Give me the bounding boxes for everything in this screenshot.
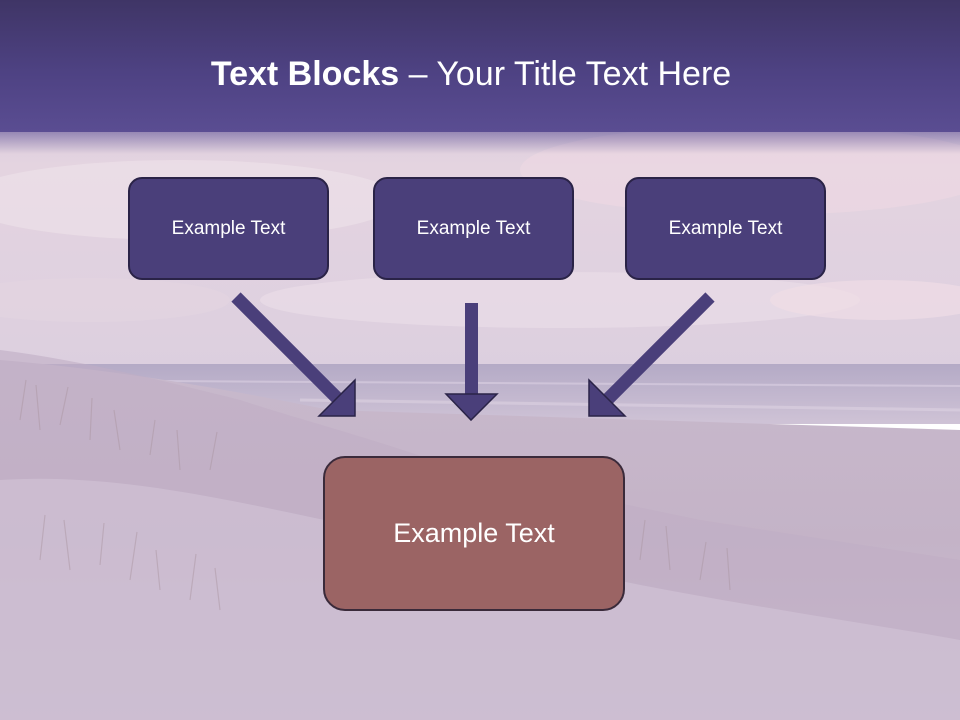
result-text-block[interactable]: Example Text xyxy=(323,456,625,611)
title-rest: – Your Title Text Here xyxy=(399,55,732,93)
slide-title: Text Blocks – Your Title Text Here xyxy=(0,52,942,96)
text-block-2[interactable]: Example Text xyxy=(373,177,574,280)
text-block-3[interactable]: Example Text xyxy=(625,177,826,280)
title-bar xyxy=(0,0,960,154)
title-bold-part: Text Blocks xyxy=(210,55,400,93)
text-block-1[interactable]: Example Text xyxy=(128,177,329,280)
